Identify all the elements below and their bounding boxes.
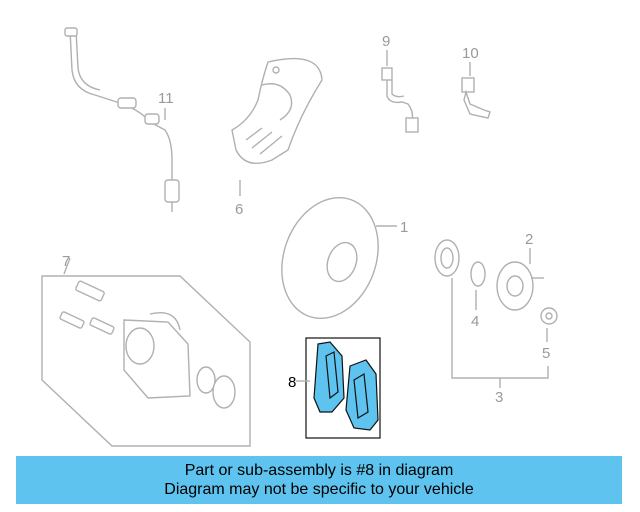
callout-3: 3: [495, 389, 503, 406]
part-7-caliper-assembly: [41, 275, 251, 447]
part-5-nut: [540, 307, 558, 325]
part-9-brake-hose: [381, 67, 419, 133]
banner-line-1: Part or sub-assembly is #8 in diagram: [184, 462, 454, 479]
callout-11: 11: [158, 90, 174, 107]
part-4-snap-ring: [470, 261, 486, 287]
callout-2: 2: [525, 231, 533, 248]
part-3-bearing: [434, 239, 460, 277]
part-8-brake-pads: [305, 337, 381, 439]
callout-6: 6: [235, 201, 243, 218]
banner-line-2: Diagram may not be specific to your vehi…: [164, 481, 474, 498]
part-1-brake-rotor: [281, 196, 379, 320]
callout-7: 7: [62, 253, 70, 270]
callout-10: 10: [462, 45, 479, 62]
part-2-wheel-hub: [496, 261, 544, 311]
part-6-splash-shield: [231, 57, 323, 164]
parts-diagram: .ln { fill: none; stroke: #b0b0b0; strok…: [41, 27, 558, 447]
callout-8: 8: [288, 374, 296, 391]
part-11-sensor-cable: [64, 27, 180, 212]
part-10-speed-sensor: [461, 77, 491, 119]
callout-5: 5: [542, 345, 550, 362]
callout-9: 9: [382, 33, 390, 50]
callout-4: 4: [471, 313, 479, 330]
part-info-banner: Part or sub-assembly is #8 in diagram Di…: [16, 456, 622, 504]
callout-7-leader: [63, 257, 71, 275]
callout-1: 1: [400, 219, 408, 236]
